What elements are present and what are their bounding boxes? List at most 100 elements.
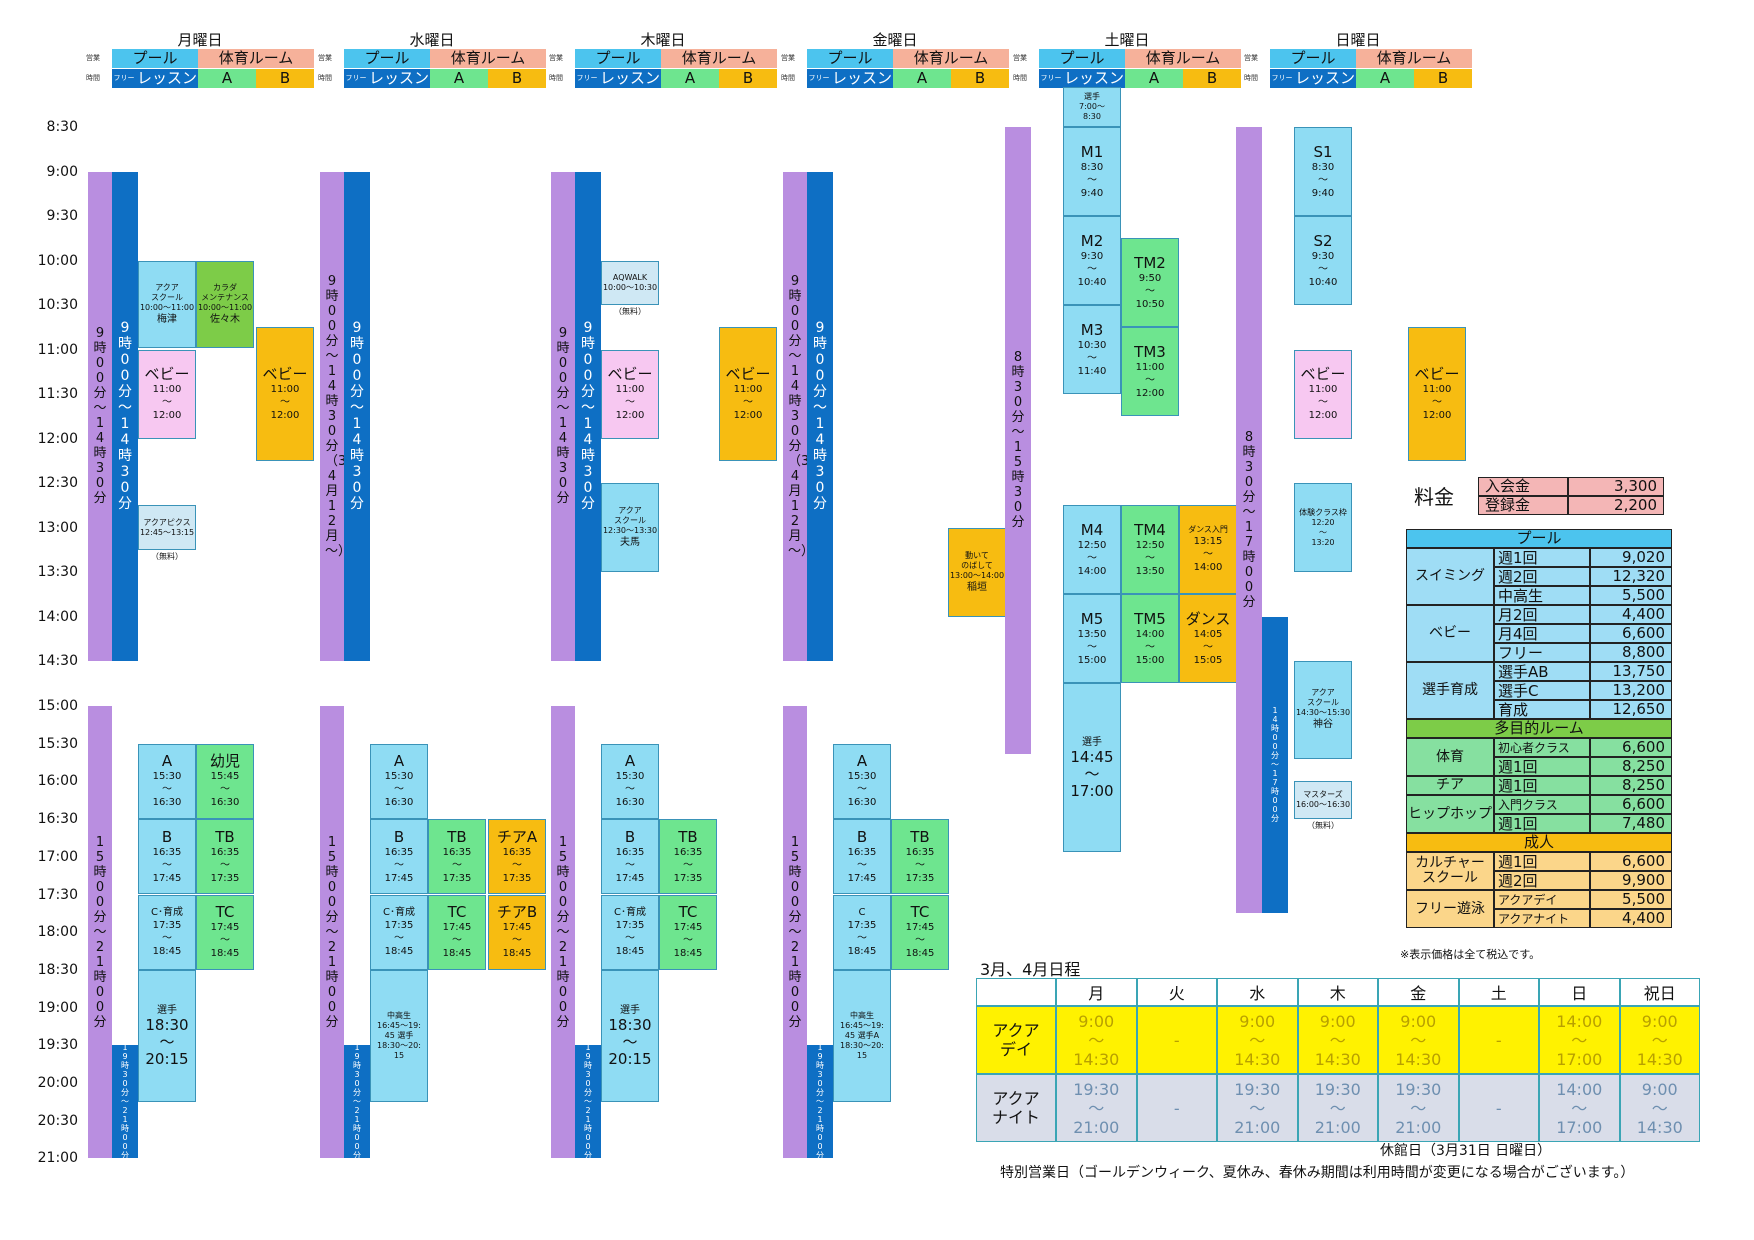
class-c-title: C [858,907,866,919]
night-bar-text: 19時30分～21時00分 [353,1045,361,1159]
time-tick: 13:30 [37,564,78,580]
free-bar-am: 9時00分～14時30分 [88,171,112,661]
senshu-time: 18:30 ～ 20:15 [145,1015,189,1068]
stretch-title: 動いて のばして [961,550,993,570]
lesson-header-label: レッスン [1063,69,1124,87]
room-a-label: A [684,69,696,87]
room-header-label: 体育ルーム [450,49,526,67]
fee-note-text: ※表示価格は全て税込です。 [1400,948,1541,961]
schedule-cell: 14:00 ～ 17:00 [1539,1006,1620,1074]
fee-row-price: 6,600 [1590,795,1672,814]
fee-row-label: 週1回 [1494,852,1590,871]
free-note-text: （無料） [151,551,183,561]
dance-title: ダンス [1185,609,1231,628]
class-c-time: 17:35 ～ 18:45 [615,920,645,958]
special-note: 特別営業日（ゴールデンウィーク、夏休み、春休み期間は利用時間が変更になる場合がご… [1000,1162,1720,1181]
fee-row-price-text: 13,200 [1612,681,1666,699]
aqua-school-time: 12:30～13:30 [602,526,658,535]
eigyo-text: 営業 [318,54,332,62]
tc-time: 17:45 ～ 18:45 [442,922,472,960]
fee-row-label-text: アクアナイト [1498,912,1570,926]
fee-group-name-text: ベビー [1429,625,1471,641]
class-c-time: 17:35 ～ 18:45 [384,920,414,958]
pool-header-label: プール [1290,49,1336,67]
fee-row-label-text: フリー [1498,644,1544,662]
time-tick: 11:30 [37,386,78,402]
m1-time: 8:30 ～ 9:40 [1080,161,1104,199]
schedule-cell: 9:00 ～ 14:30 [1297,1006,1378,1074]
fee-row-label: 週2回 [1494,871,1590,890]
youji-time: 15:45 ～ 16:30 [210,771,240,809]
schedule-title: 3月、4月日程 [980,956,1180,979]
schedule-cell-text: 9:00 ～ 14:30 [1314,1011,1361,1069]
fee-row-price: 5,500 [1590,586,1672,605]
fee-row-label: 選手AB [1494,662,1590,681]
taiken-block: 体験クラス枠 12:20 ～ 13:20 [1294,483,1352,572]
room-a-label: A [1148,69,1160,87]
aquapics-time: 12:45～13:15 [139,527,195,537]
fee-row-label: 選手C [1494,681,1590,700]
fee-row-label: 中高生 [1494,586,1590,605]
class-a-title: A [161,752,173,771]
fee-title-text: 料金 [1414,485,1454,509]
schedule-cell-text: - [1173,1030,1180,1050]
jikan-label: 時間 [84,74,102,84]
baby-title: ベビー [262,365,308,383]
tb-time: 16:35 ～ 17:35 [673,846,703,884]
schedule-col-header-text: 祝日 [1643,984,1676,1003]
room-header: 体育ルーム [661,49,777,68]
aqwalk-title: AQWALK [612,272,648,282]
senshu-title: 選手 [157,1004,177,1016]
class-a-title: A [393,752,405,771]
class-b-title: B [624,827,636,846]
fee-room-header-text: 多目的ルーム [1494,719,1584,737]
fee-row-label-text: 選手AB [1498,663,1549,681]
fee-top-label-text: 登録金 [1485,496,1531,514]
tb-time: 16:35 ～ 17:35 [905,846,935,884]
sun-school-teacher: 神谷 [1313,719,1333,731]
sun-school-time: 14:30～15:30 [1295,708,1351,718]
pool-header-label: プール [1059,49,1105,67]
schedule-col-header: 金 [1378,978,1459,1006]
closed-note-text: 休館日（3月31日 日曜日） [1380,1143,1552,1159]
time-tick: 14:30 [37,653,78,669]
jikan-text: 時間 [86,74,100,82]
schedule-cell-text: - [1173,1098,1180,1118]
schedule-cell: - [1458,1074,1539,1142]
lesson-header: レッスン [368,69,430,88]
lesson-bar-am-text: 9時00分～14時30分 [581,320,595,513]
schedule-corner [976,978,1056,1006]
fee-group-name: スイミング [1406,548,1494,605]
m1-title: M1 [1080,142,1104,161]
schedule-cell: 19:30 ～ 21:00 [1056,1074,1137,1142]
day-name-label: 金曜日 [872,31,918,49]
masters-block: マスターズ 16:00～16:30 [1294,781,1352,820]
fee-row-label: 入門クラス [1494,795,1590,814]
chukosei-block: 中高生 16:45～19: 45 選手A 18:30～20: 15 [833,969,891,1102]
fee-row-price: 13,750 [1590,662,1672,681]
closed-note: 休館日（3月31日 日曜日） [1380,1140,1700,1159]
tb-time: 16:35 ～ 17:35 [442,846,472,884]
free-note: （無料） [138,552,196,564]
free-header-label: フリー [113,74,135,82]
fee-row-label: 週1回 [1494,814,1590,833]
fee-pool-header: プール [1406,529,1672,548]
room-header: 体育ルーム [1125,49,1241,68]
jikan-label: 時間 [779,74,797,84]
s2-title: S2 [1313,231,1333,250]
fee-group-name: 体育 [1406,738,1494,776]
fee-row-price-text: 9,020 [1622,548,1665,566]
room-b-header: B [488,69,546,88]
class-a-time: 15:30 ～ 16:30 [615,771,645,809]
